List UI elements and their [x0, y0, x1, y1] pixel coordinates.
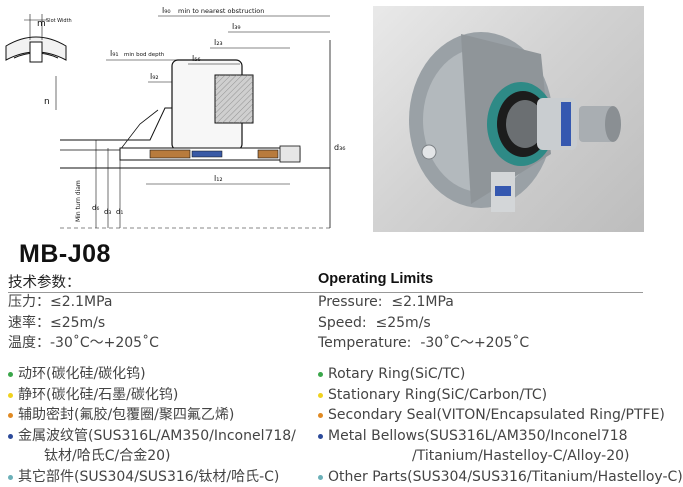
en-spec-value: ≤25m/s [376, 315, 431, 331]
bullet-dot-icon [8, 372, 13, 377]
l92-label: l₉₂ [150, 72, 159, 81]
l12-label: l₁₂ [214, 174, 223, 183]
en-spec-temperature: Temperature: -30˚C～+205˚C [318, 333, 529, 354]
list-item: Stationary Ring(SiC/Carbon/TC) [318, 385, 683, 406]
seal-section [60, 40, 330, 228]
l39-label: l₃₉ [232, 22, 241, 31]
slot-sub-label: Slot Width [46, 18, 72, 24]
list-item: 辅助密封(氟胶/包覆圈/聚四氟乙烯) [8, 405, 296, 426]
model-title: MB-J08 [19, 240, 111, 269]
slot-width-detail: m Slot Width n [6, 14, 72, 110]
cn-spec-label: 温度： [8, 333, 50, 354]
product-photo [373, 6, 644, 232]
list-item-text: 动环(碳化硅/碳化钨) [18, 364, 146, 385]
bullet-dot-icon [8, 475, 13, 480]
l90-label: l₉₀ [162, 6, 171, 15]
l91-note: min bod depth [124, 52, 165, 58]
list-item-text: 静环(碳化硅/石墨/碳化钨) [18, 385, 178, 406]
min-turn-label: Min turn diam [75, 180, 82, 222]
en-spec-value: ≤2.1MPa [391, 294, 453, 310]
l23-label: l₂₃ [214, 38, 223, 47]
list-item-text: Rotary Ring(SiC/TC) [328, 364, 465, 385]
list-item-line: 钛材/哈氏C/合金20) [18, 446, 296, 467]
cn-spec-temperature: 温度：-30˚C～+205˚C [8, 333, 159, 354]
cn-spec-value: ≤25m/s [50, 315, 105, 331]
en-spec-value: -30˚C～+205˚C [420, 335, 529, 351]
bullet-dot-icon [318, 393, 323, 398]
en-spec-label: Temperature: [318, 333, 411, 354]
l91-label: l₉₁ [110, 49, 119, 58]
en-spec-speed: Speed: ≤25m/s [318, 313, 529, 334]
cn-spec-value: ≤2.1MPa [50, 294, 112, 310]
d1-label: d₁ [116, 208, 123, 216]
list-item-text: 辅助密封(氟胶/包覆圈/聚四氟乙烯) [18, 405, 234, 426]
cn-heading: 技术参数： [8, 271, 81, 292]
list-item-text: Metal Bellows(SUS316L/AM350/Inconel718/T… [328, 426, 630, 467]
d36-label: d₃₆ [334, 143, 346, 152]
n-label: n [44, 97, 50, 107]
cn-spec-label: 速率： [8, 313, 50, 334]
list-item-text: 金属波纹管(SUS316L/AM350/Inconel718/钛材/哈氏C/合金… [18, 426, 296, 467]
cn-specs: 压力：≤2.1MPa 速率：≤25m/s 温度：-30˚C～+205˚C [8, 292, 159, 354]
slot-label: m [37, 19, 46, 29]
en-spec-pressure: Pressure: ≤2.1MPa [318, 292, 529, 313]
list-item-text: Other Parts(SUS304/SUS316/Titanium/Haste… [328, 467, 683, 487]
list-item-text: Stationary Ring(SiC/Carbon/TC) [328, 385, 547, 406]
list-item-line: 金属波纹管(SUS316L/AM350/Inconel718/ [18, 426, 296, 447]
en-specs: Pressure: ≤2.1MPa Speed: ≤25m/s Temperat… [318, 292, 529, 354]
bullet-dot-icon [8, 434, 13, 439]
l56-label: l₅₆ [192, 54, 201, 63]
list-item: Rotary Ring(SiC/TC) [318, 364, 683, 385]
cn-materials-list: 动环(碳化硅/碳化钨) 静环(碳化硅/石墨/碳化钨) 辅助密封(氟胶/包覆圈/聚… [8, 364, 296, 487]
bullet-dot-icon [8, 393, 13, 398]
d3-label: d₃ [104, 208, 111, 216]
en-spec-label: Pressure: [318, 292, 383, 313]
cn-spec-pressure: 压力：≤2.1MPa [8, 292, 159, 313]
list-item-text: Secondary Seal(VITON/Encapsulated Ring/P… [328, 405, 665, 426]
list-item: Metal Bellows(SUS316L/AM350/Inconel718/T… [318, 426, 683, 467]
list-item-line: Metal Bellows(SUS316L/AM350/Inconel718 [328, 426, 630, 447]
bullet-dot-icon [318, 413, 323, 418]
en-materials-list: Rotary Ring(SiC/TC) Stationary Ring(SiC/… [318, 364, 683, 487]
list-item: Secondary Seal(VITON/Encapsulated Ring/P… [318, 405, 683, 426]
d6-label: d₆ [92, 204, 99, 212]
list-item: 动环(碳化硅/碳化钨) [8, 364, 296, 385]
list-item-line: /Titanium/Hastelloy-C/Alloy-20) [328, 446, 630, 467]
bullet-dot-icon [318, 434, 323, 439]
cn-spec-value: -30˚C～+205˚C [50, 335, 159, 351]
l90-note: min to nearest obstruction [178, 7, 264, 15]
technical-drawing: m Slot Width n l₉₀ min to nearest obstru… [0, 0, 350, 232]
list-item-text: 其它部件(SUS304/SUS316/钛材/哈氏-C) [18, 467, 279, 487]
bullet-dot-icon [318, 475, 323, 480]
en-heading: Operating Limits [318, 271, 433, 287]
list-item: Other Parts(SUS304/SUS316/Titanium/Haste… [318, 467, 683, 487]
en-spec-label: Speed: [318, 313, 367, 334]
list-item: 静环(碳化硅/石墨/碳化钨) [8, 385, 296, 406]
bullet-dot-icon [318, 372, 323, 377]
list-item: 其它部件(SUS304/SUS316/钛材/哈氏-C) [8, 467, 296, 487]
cn-spec-speed: 速率：≤25m/s [8, 313, 159, 334]
bullet-dot-icon [8, 413, 13, 418]
cn-spec-label: 压力： [8, 292, 50, 313]
list-item: 金属波纹管(SUS316L/AM350/Inconel718/钛材/哈氏C/合金… [8, 426, 296, 467]
